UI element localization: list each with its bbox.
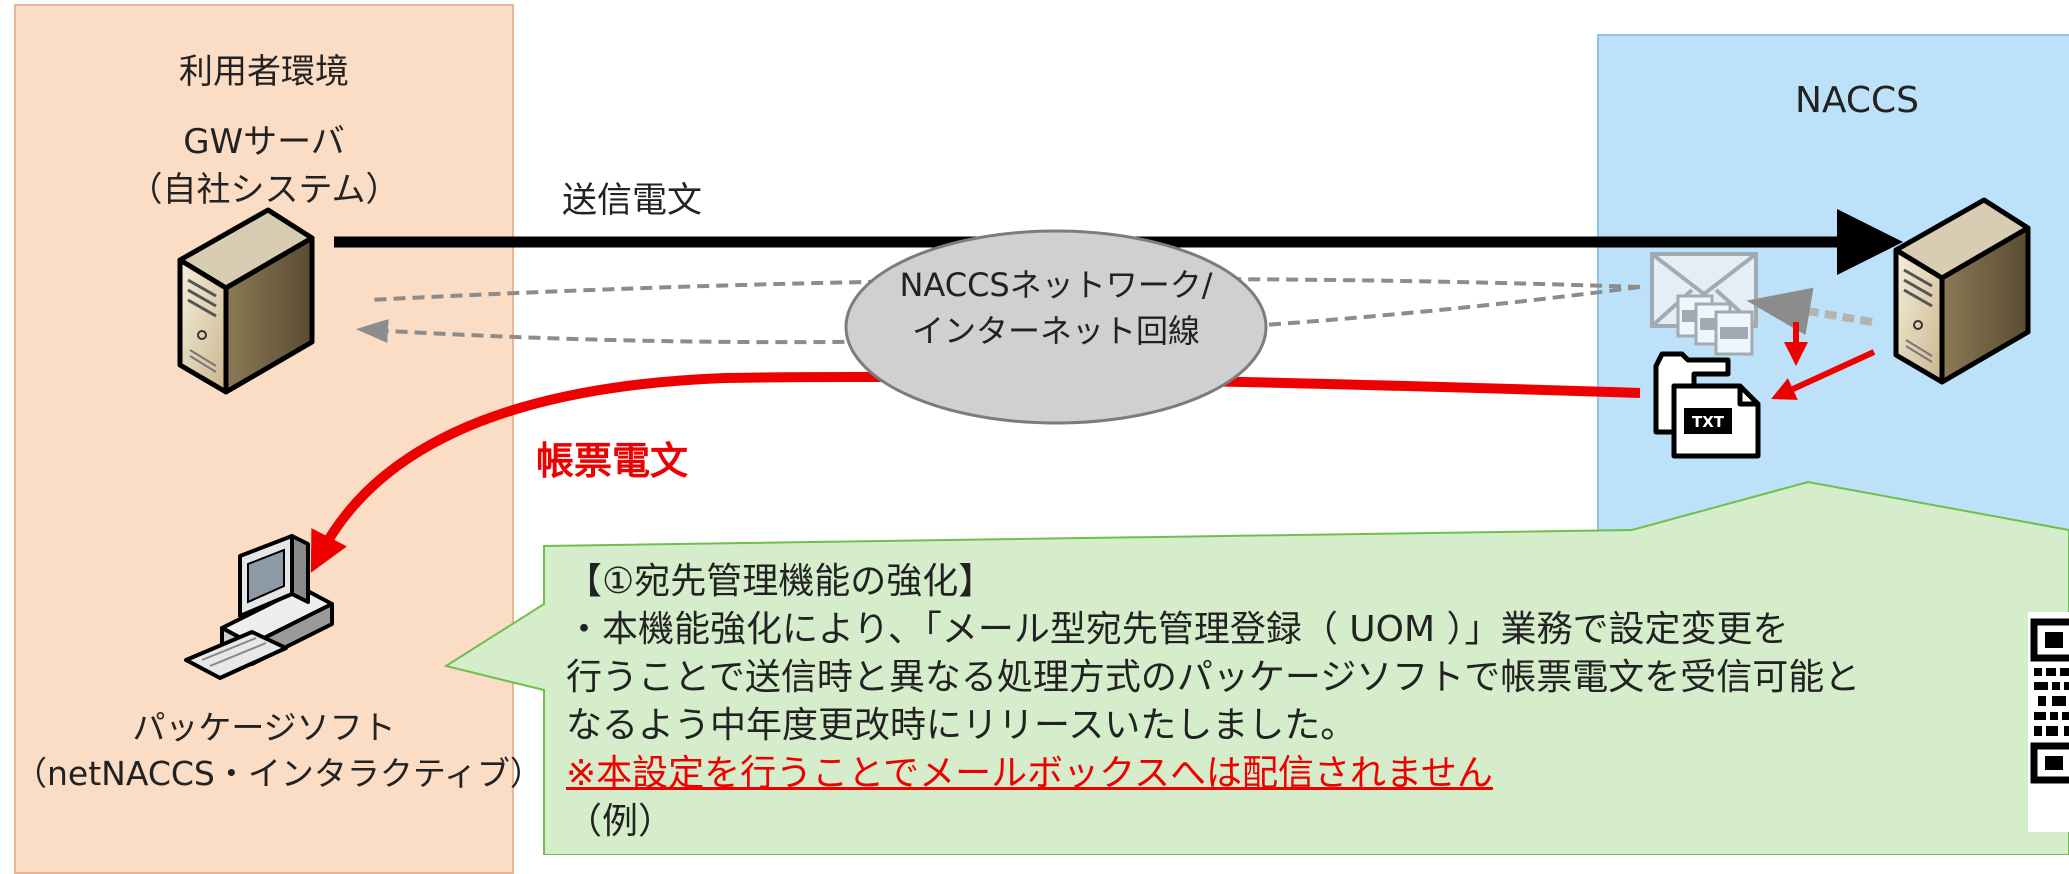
naccs-title: NACCS: [1794, 80, 1920, 121]
callout-example: （例）: [566, 801, 675, 842]
callout-box: [443, 480, 2069, 855]
callout-line-1: ・本機能強化により、「メール型宛先管理登録（ UOM ）」業務で設定変更を: [566, 609, 1789, 650]
gw-server-name: GWサーバ: [183, 122, 345, 162]
diagram-canvas: TXT: [177, 197, 2069, 855]
gw-server-note: （自社システム）: [128, 170, 400, 210]
callout-note: ※本設定を行うことでメールボックスへは配信されません: [566, 753, 1493, 794]
txt-folder-icon: TXT: [1653, 351, 1761, 459]
package-software-note: （netNACCS・インタラクティブ）: [14, 754, 543, 793]
gw-server-label: GWサーバ （自社システム）: [14, 118, 514, 214]
user-environment-title: 利用者環境: [179, 52, 349, 92]
callout-heading: 【①宛先管理機能の強化】: [566, 561, 995, 602]
network-ellipse: [844, 229, 1268, 425]
qr-code-icon: [2028, 612, 2069, 832]
package-software-name: パッケージソフト: [132, 708, 396, 747]
mail-stack-icon: [1650, 252, 1758, 356]
package-software-label: パッケージソフト （netNACCS・インタラクティブ）: [14, 705, 543, 797]
callout-line-3: なるよう中年度更改時にリリースいたしました。: [566, 705, 1357, 746]
redirect-folder-arrow: [1771, 349, 1876, 400]
network-line1: NACCSネットワーク/: [899, 266, 1213, 304]
mailbox-delivery-arrow: [1746, 287, 1873, 336]
form-message-arrow: [310, 372, 1641, 573]
callout-line-2: 行うことで送信時と異なる処理方式のパッケージソフトで帳票電文を受信可能と: [566, 657, 1861, 698]
pc-icon: [184, 534, 334, 680]
form-message-label: 帳票電文: [536, 439, 689, 483]
naccs-server-icon: [1893, 197, 2031, 385]
send-message-label: 送信電文: [562, 181, 703, 221]
gw-server-icon: [177, 207, 315, 395]
network-label: NACCSネットワーク/ インターネット回線: [846, 262, 1266, 354]
network-line2: インターネット回線: [911, 312, 1200, 350]
txt-file-label: TXT: [1692, 413, 1725, 431]
callout-text: 【①宛先管理機能の強化】 ・本機能強化により、「メール型宛先管理登録（ UOM …: [566, 558, 2046, 846]
